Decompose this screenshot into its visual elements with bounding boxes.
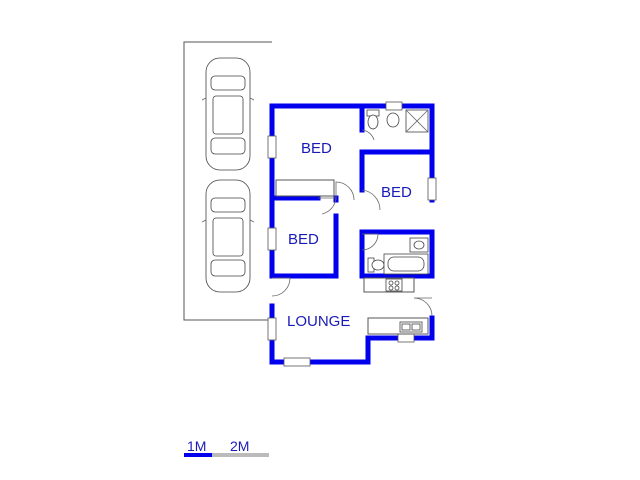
sink-icon bbox=[399, 321, 423, 333]
carport bbox=[183, 41, 272, 321]
car-icon bbox=[201, 179, 255, 293]
room-label-lounge: LOUNGE bbox=[287, 313, 350, 330]
kitchen-counter bbox=[363, 277, 429, 335]
bathtub-icon bbox=[383, 253, 429, 275]
scale-label-2m: 2M bbox=[230, 438, 249, 454]
wardrobe bbox=[275, 179, 335, 197]
car-icon bbox=[201, 57, 255, 171]
scale-bar: 1M 2M bbox=[184, 438, 269, 457]
toilet-icon bbox=[367, 257, 385, 273]
scale-label-1m: 1M bbox=[187, 438, 206, 454]
windows bbox=[267, 101, 437, 367]
stove-icon bbox=[385, 278, 403, 292]
room-label-bed-main: BED bbox=[301, 140, 332, 157]
room-label-bed-right: BED bbox=[381, 184, 412, 201]
basin-icon bbox=[409, 237, 429, 253]
shower-icon bbox=[405, 109, 429, 133]
toilet-icon bbox=[366, 109, 380, 130]
room-label-bed-lower: BED bbox=[288, 231, 319, 248]
doors bbox=[271, 129, 433, 317]
basin-icon bbox=[386, 112, 400, 128]
